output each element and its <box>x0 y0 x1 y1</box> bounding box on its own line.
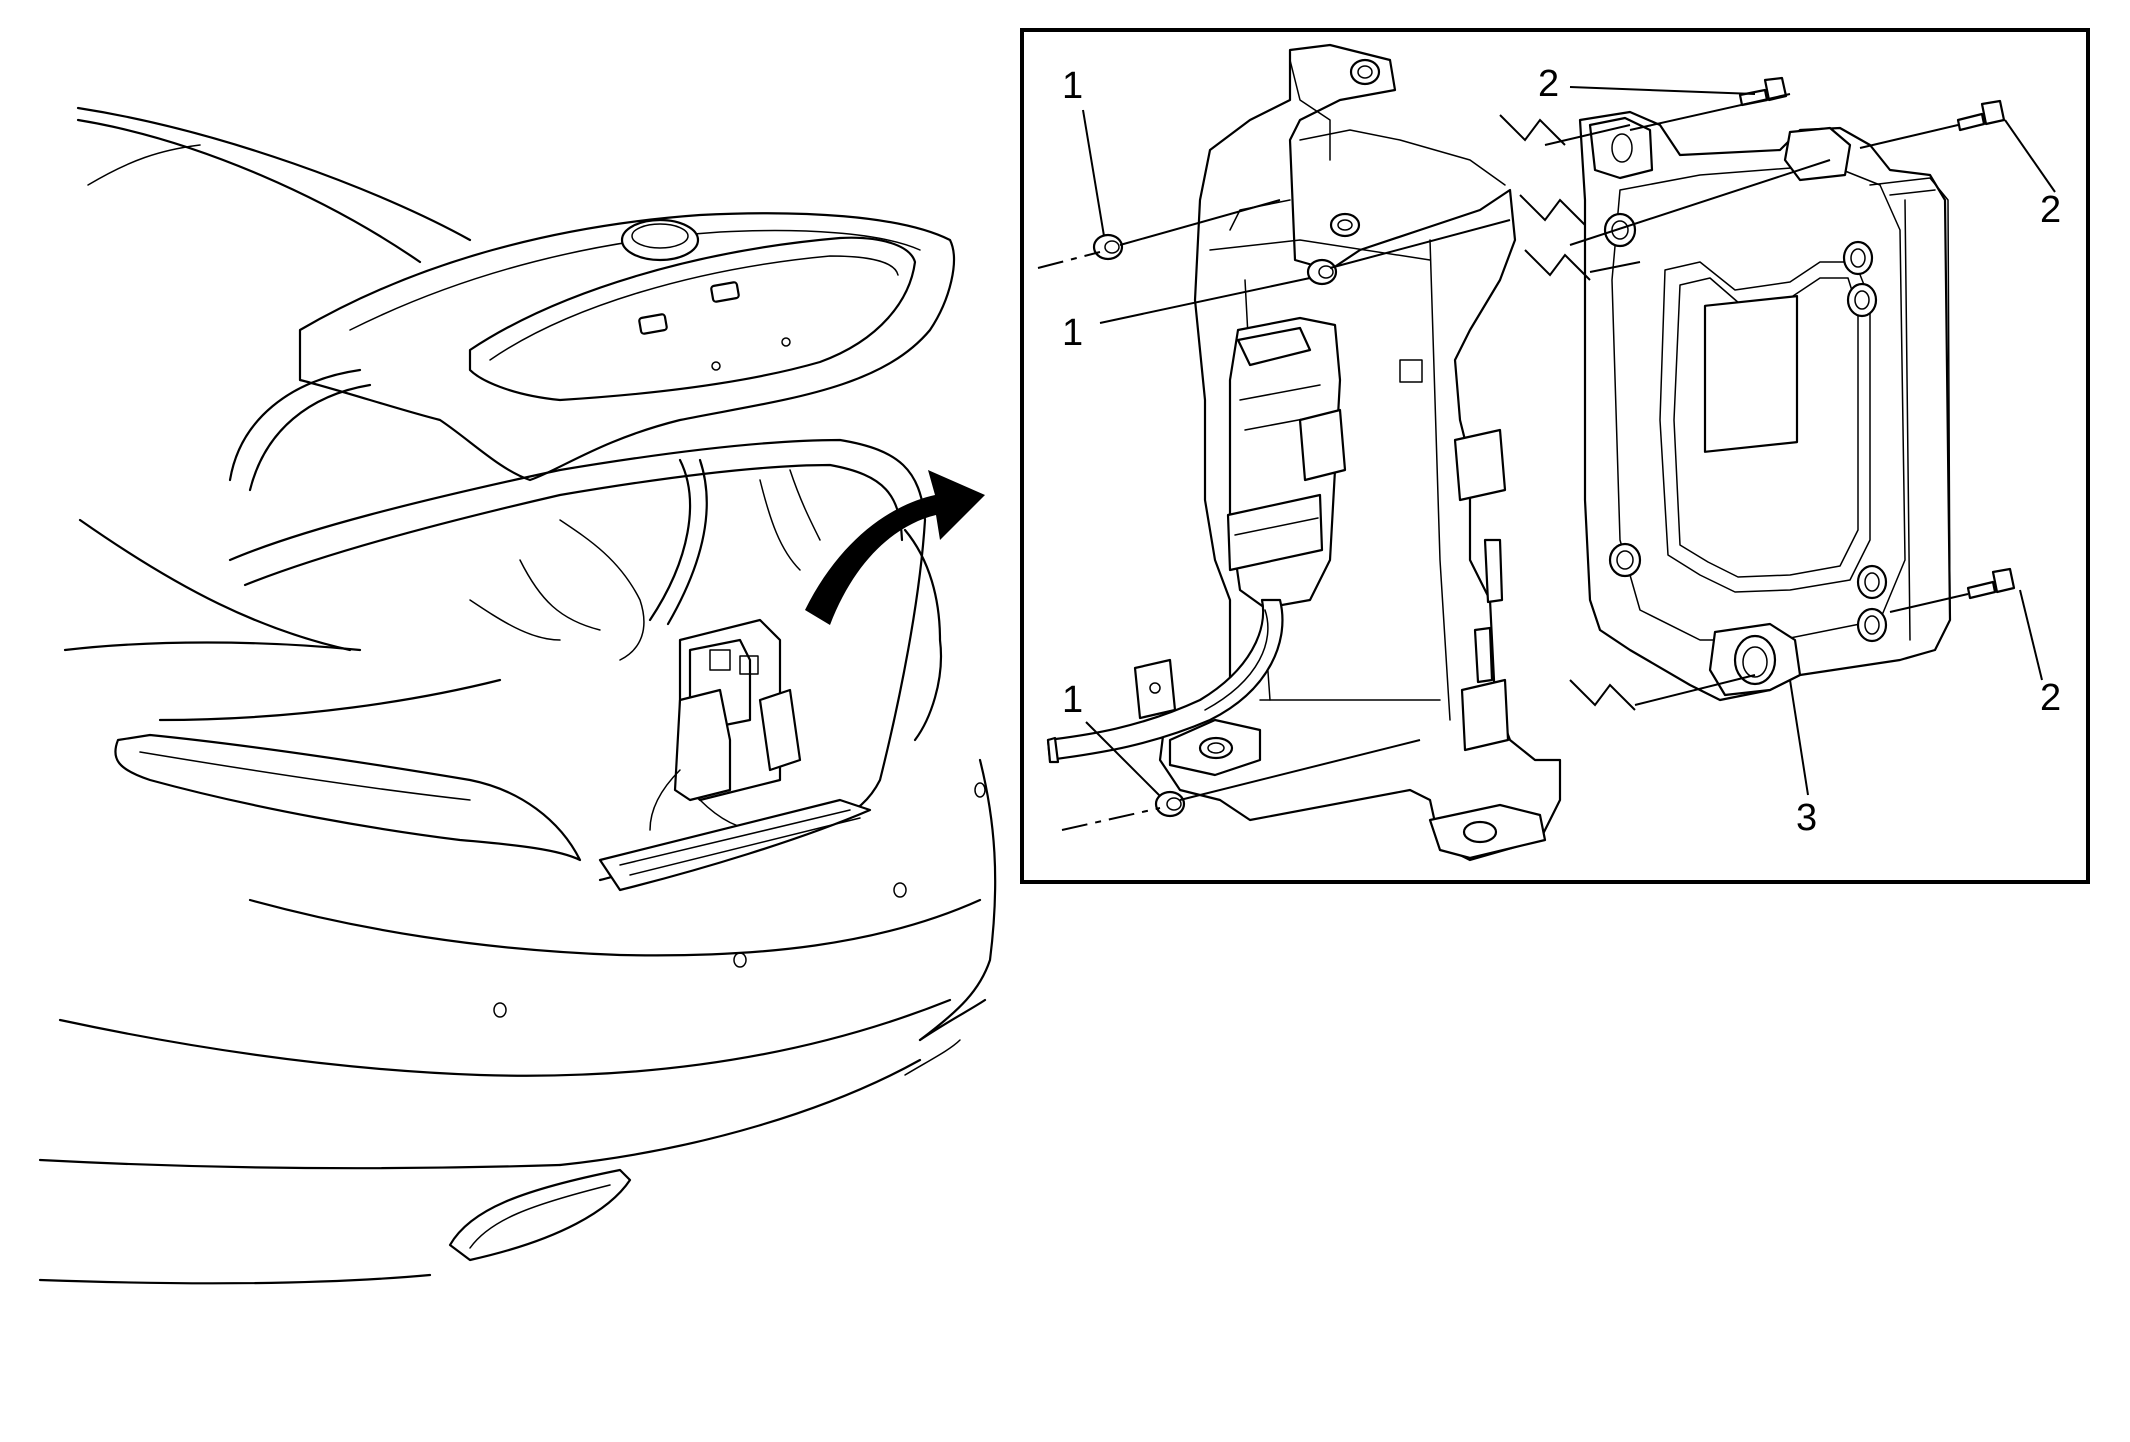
callout-2b: 2 <box>2040 189 2061 231</box>
callout-2c: 2 <box>2040 677 2061 719</box>
nut-fastener-1a <box>1092 233 1124 261</box>
vehicle-rear-illustration <box>38 106 997 1285</box>
mounting-bracket <box>1133 43 1562 862</box>
callout-2a: 2 <box>1538 63 1559 105</box>
callout-1b: 1 <box>1062 312 1083 354</box>
callout-3: 3 <box>1796 797 1817 839</box>
detail-inset <box>1037 43 2056 862</box>
bolt-fastener-2c <box>1966 567 2016 600</box>
nut-fastener-1b <box>1306 258 1338 286</box>
callout-1a: 1 <box>1062 65 1083 107</box>
nut-fastener-1c <box>1154 790 1186 818</box>
callout-1c: 1 <box>1062 679 1083 721</box>
control-module <box>1578 110 1952 702</box>
bolt-fastener-2b <box>1956 99 2006 132</box>
view-arrow-icon <box>805 470 985 625</box>
callout-labels: 1 1 1 2 2 2 3 <box>1062 63 2061 839</box>
detail-inset-frame <box>1020 28 2090 884</box>
module-connector <box>1046 316 1347 764</box>
